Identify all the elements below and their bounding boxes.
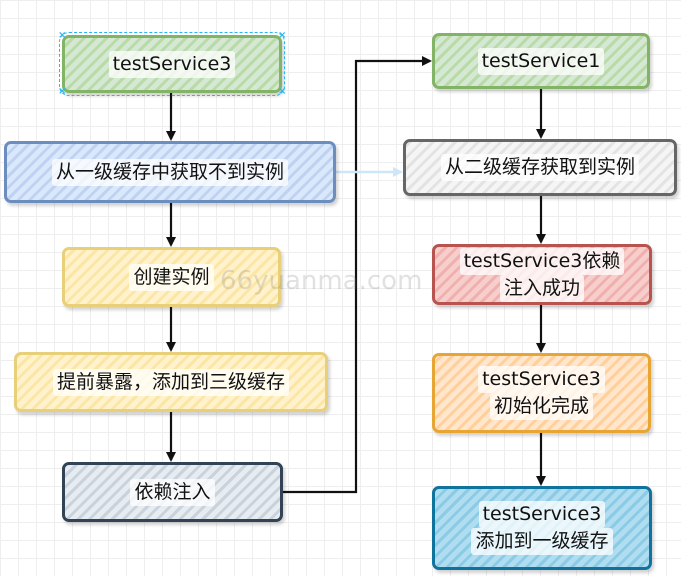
node-init-complete-line1: testService3 [478, 366, 605, 393]
node-init-complete[interactable]: testService3 初始化完成 [432, 353, 651, 433]
node-injection-success[interactable]: testService3依赖 注入成功 [432, 244, 652, 305]
node-testservice1-label: testService1 [477, 47, 605, 75]
node-add-level1-cache[interactable]: testService3 添加到一级缓存 [432, 486, 652, 570]
node-level2-cache-hit-label: 从二级缓存获取到实例 [440, 154, 639, 181]
node-init-complete-line2: 初始化完成 [489, 393, 593, 420]
node-create-instance[interactable]: 创建实例 [62, 247, 281, 307]
selection-handle-icon[interactable]: × [58, 86, 67, 97]
node-testservice3-label: testService3 [108, 50, 236, 78]
node-dependency-injection-label: 依赖注入 [130, 478, 215, 506]
node-testservice3[interactable]: testService3 [59, 32, 285, 96]
node-dependency-injection[interactable]: 依赖注入 [62, 462, 283, 522]
node-injection-success-line1: testService3依赖 [459, 247, 625, 275]
node-level1-cache-miss-label: 从一级缓存中获取不到实例 [51, 158, 288, 186]
selection-handle-icon[interactable]: × [278, 86, 287, 97]
node-injection-success-line2: 注入成功 [499, 274, 584, 302]
node-early-expose-label: 提前暴露，添加到三级缓存 [52, 368, 289, 396]
node-create-instance-label: 创建实例 [129, 263, 214, 291]
selection-handle-icon[interactable]: × [58, 30, 67, 41]
node-add-level1-cache-line1: testService3 [478, 501, 606, 528]
arrow-inject-to-service1 [283, 56, 432, 494]
node-add-level1-cache-line2: 添加到一级缓存 [471, 528, 613, 555]
node-testservice1[interactable]: testService1 [432, 33, 650, 89]
node-early-expose[interactable]: 提前暴露，添加到三级缓存 [14, 352, 328, 412]
node-level2-cache-hit[interactable]: 从二级缓存获取到实例 [403, 139, 677, 196]
selection-handle-icon[interactable]: × [278, 30, 287, 41]
node-level1-cache-miss[interactable]: 从一级缓存中获取不到实例 [4, 141, 336, 203]
